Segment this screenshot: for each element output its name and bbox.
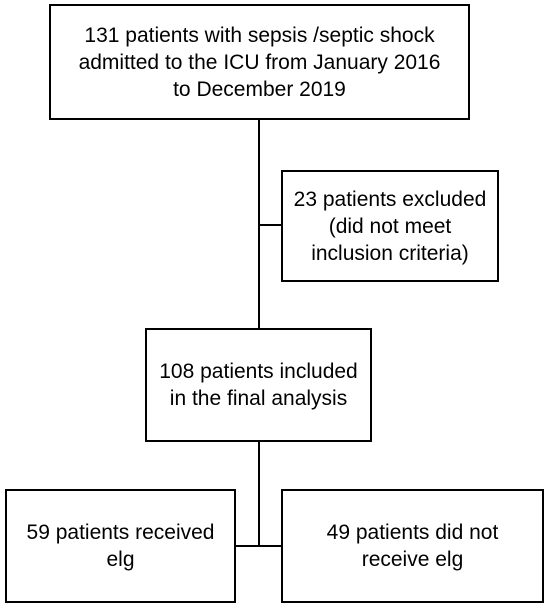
received-elg-box: 59 patients received elg [5, 489, 236, 603]
included-patients-box: 108 patients included in the final analy… [145, 328, 372, 442]
not-received-elg-text: 49 patients did not receive elg [326, 521, 499, 571]
admitted-patients-text: 131 patients with sepsis /septic shock a… [78, 23, 441, 101]
not-received-elg-box: 49 patients did not receive elg [281, 489, 544, 603]
excluded-patients-text: 23 patients excluded (did not meet inclu… [293, 187, 487, 265]
received-elg-text: 59 patients received elg [26, 521, 215, 571]
excluded-patients-box: 23 patients excluded (did not meet inclu… [281, 170, 499, 282]
admitted-patients-box: 131 patients with sepsis /septic shock a… [49, 4, 470, 120]
included-patients-text: 108 patients included in the final analy… [159, 360, 358, 410]
